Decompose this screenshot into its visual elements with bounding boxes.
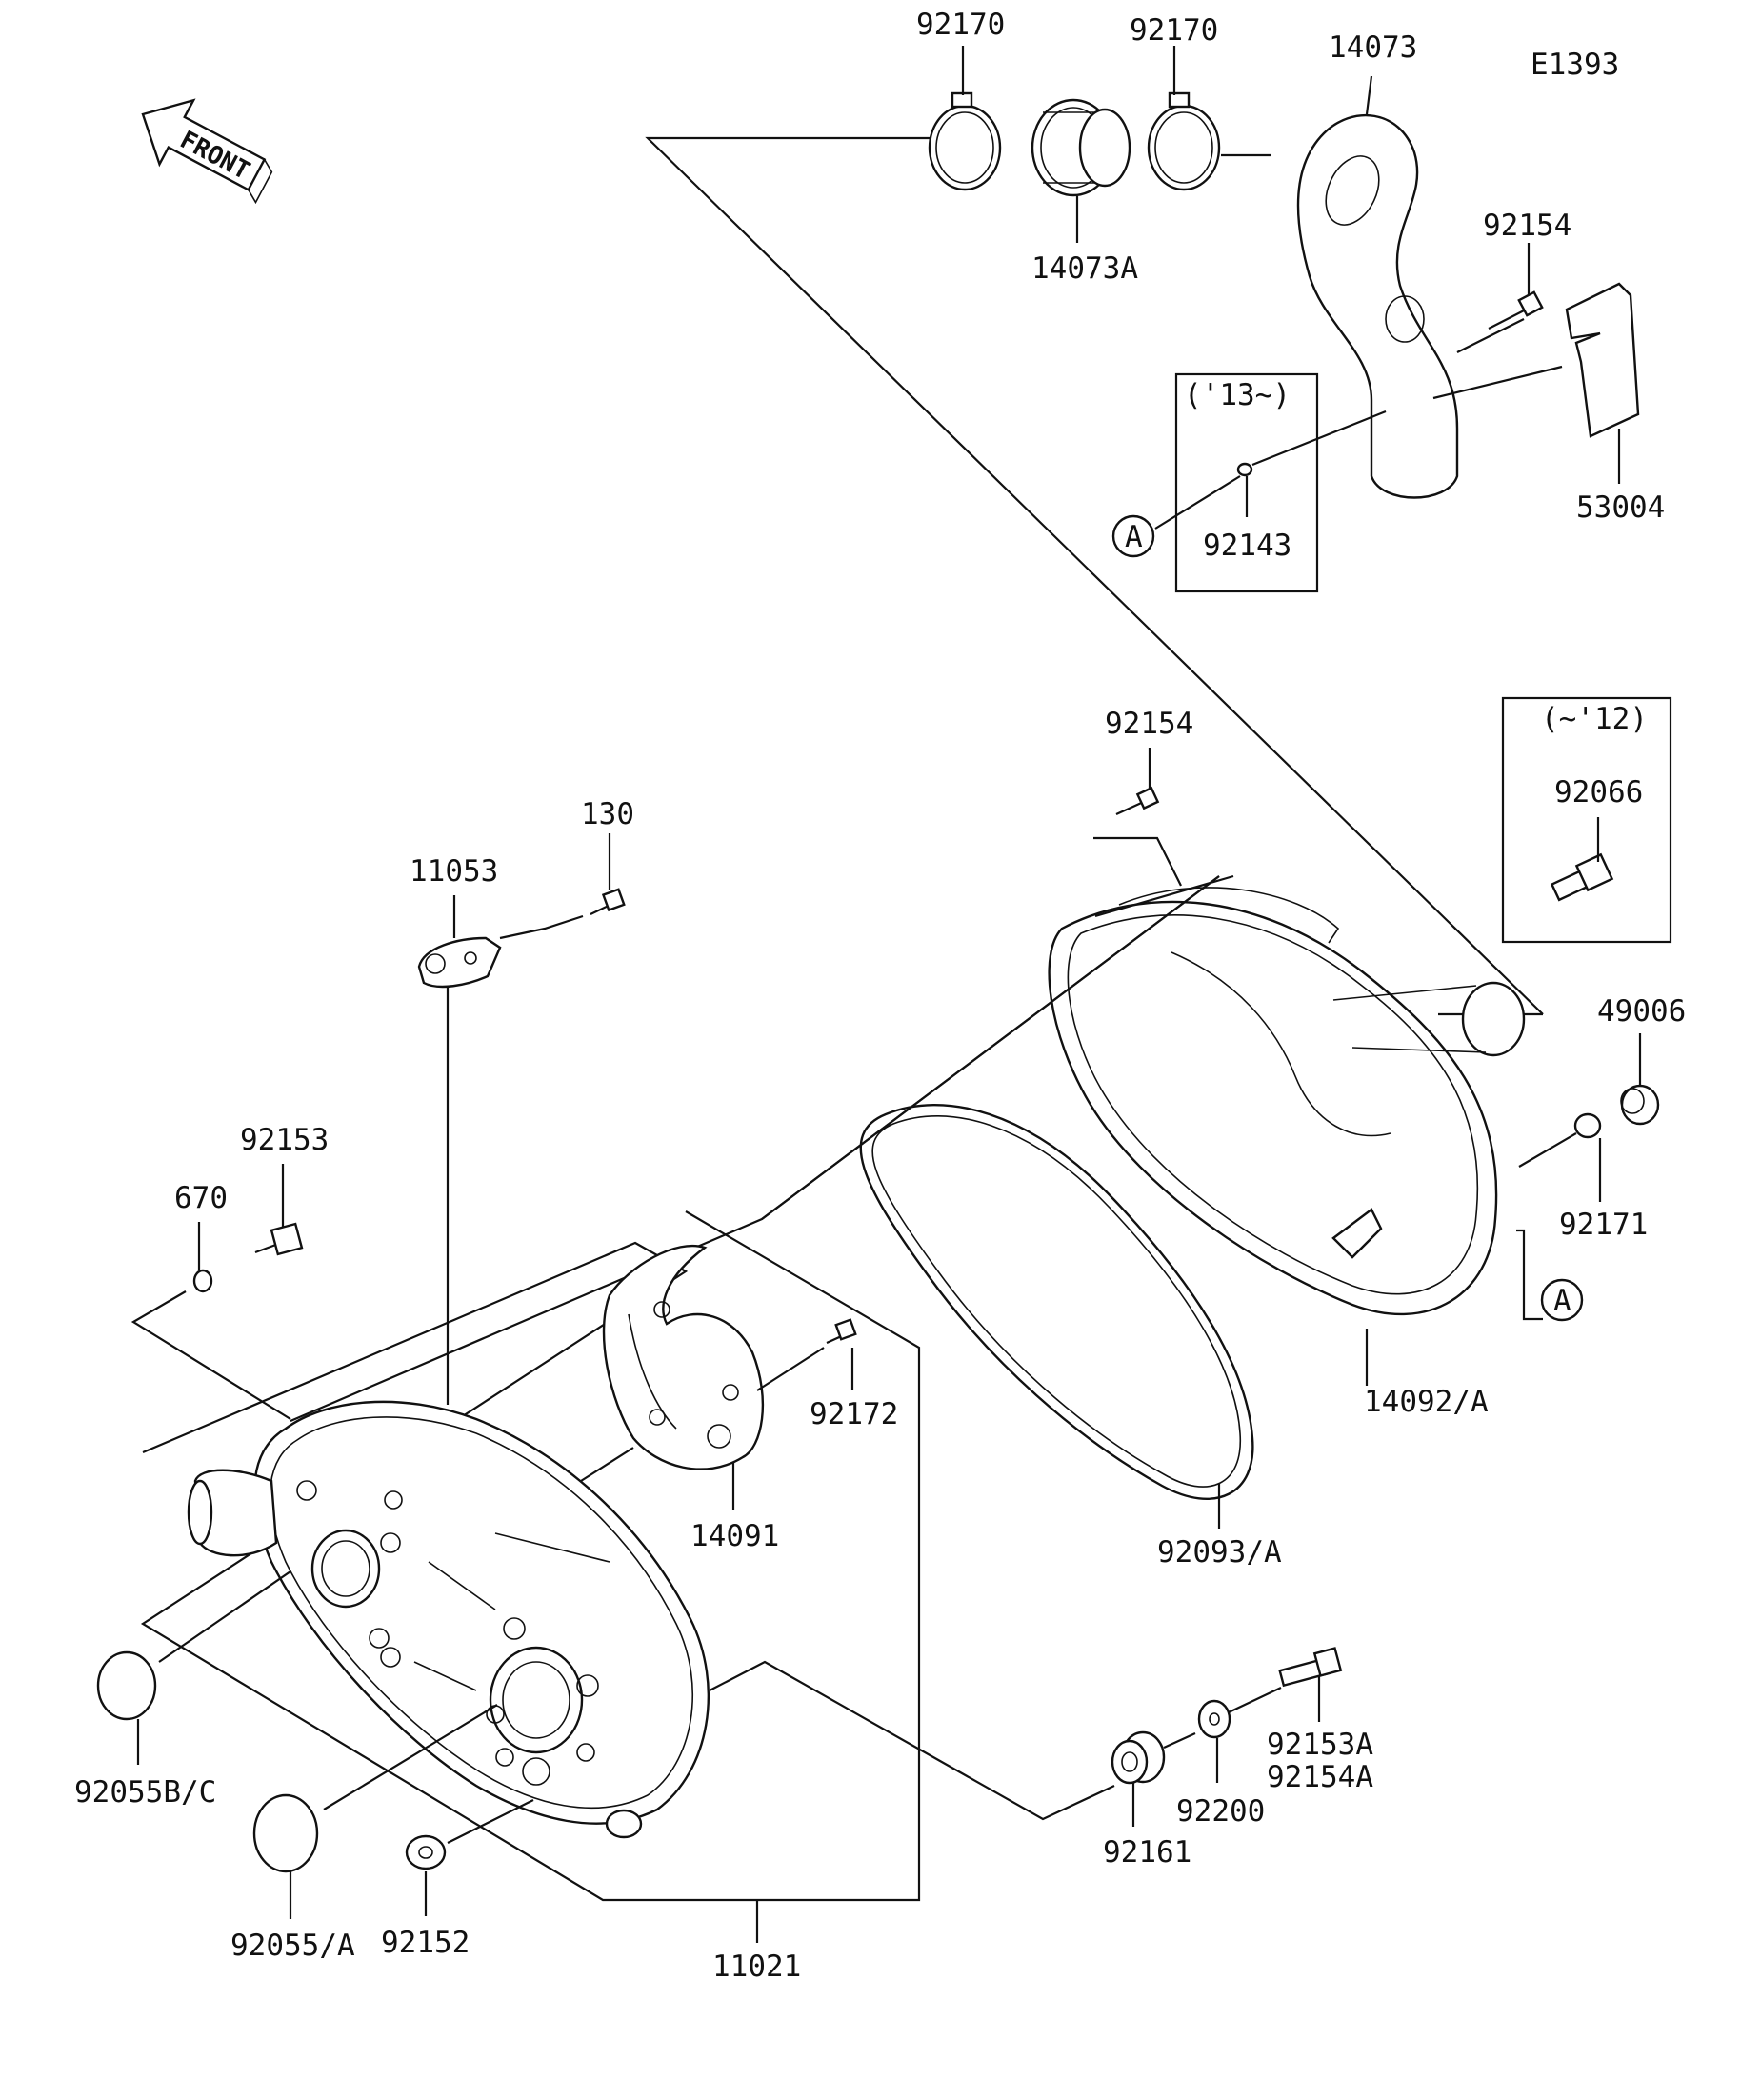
intake-pipe-14073 <box>1296 113 1459 499</box>
bolt-92172 <box>826 1318 857 1345</box>
leader-92152-to-case <box>447 1799 534 1844</box>
clamp-92170-left <box>928 91 1002 191</box>
variant-box-13-on <box>1174 372 1319 593</box>
plate-14091 <box>602 1244 765 1470</box>
label-92153A: 92153A <box>1267 1728 1373 1762</box>
callout-A-right <box>1540 1278 1584 1322</box>
label-92170-right: 92170 <box>1130 13 1218 48</box>
leader-14073 <box>1365 75 1373 115</box>
bolt-92153 <box>254 1222 304 1256</box>
leader-A-to-92143 <box>1154 475 1241 530</box>
leader-53004-to-pipe <box>1432 365 1563 400</box>
front-arrow-icon: FRONT <box>141 98 273 205</box>
bolt-92153A <box>1278 1647 1343 1688</box>
plug-92152 <box>405 1834 447 1870</box>
leader-92172-to-plate <box>756 1347 825 1391</box>
leader-A-to-cover <box>1516 1229 1543 1321</box>
sensor-92066 <box>1550 852 1614 902</box>
leader-case-cover-link <box>761 875 1220 1220</box>
clamp-92170-right <box>1147 91 1221 191</box>
label-92066: 92066 <box>1554 775 1643 810</box>
label-92154-top: 92154 <box>1483 209 1571 243</box>
leader-case-to-grommet <box>709 1660 1115 1821</box>
leader-92171-to-cover <box>1518 1132 1577 1168</box>
leader-670-to-case <box>130 1290 291 1420</box>
label-92161: 92161 <box>1103 1835 1191 1870</box>
label-92093A: 92093/A <box>1157 1535 1282 1570</box>
label-49006: 49006 <box>1597 994 1686 1029</box>
leader-14091-to-case <box>580 1447 634 1482</box>
inner-case-11021 <box>187 1400 710 1839</box>
oring-670 <box>192 1269 213 1293</box>
leader-92055BC-to-case <box>158 1570 291 1663</box>
variant-label-to-12: (~'12) <box>1541 702 1648 736</box>
leader-92055A-to-case <box>323 1704 498 1810</box>
label-14073: 14073 <box>1329 30 1417 65</box>
variant-label-13-on: ('13~) <box>1184 378 1291 412</box>
grommet-92161 <box>1111 1730 1166 1785</box>
label-14073A: 14073A <box>1031 251 1138 286</box>
leader-duct-assembly <box>645 136 1544 1015</box>
label-92200: 92200 <box>1176 1794 1265 1829</box>
label-130: 130 <box>581 797 634 831</box>
oring-92055BC <box>96 1650 157 1721</box>
leader-92154-top-to-pipe <box>1456 318 1525 353</box>
label-92143: 92143 <box>1203 529 1291 563</box>
leader-92143-to-pipe <box>1251 410 1387 467</box>
leader-92161-to-washer <box>1163 1731 1196 1750</box>
label-92154-mid: 92154 <box>1105 707 1193 741</box>
label-92170-left: 92170 <box>916 8 1005 42</box>
label-92171: 92171 <box>1559 1208 1648 1242</box>
duct-sleeve-14073A <box>1031 98 1131 197</box>
oring-92055A <box>252 1793 319 1873</box>
bracket-11053 <box>417 936 502 989</box>
decal-53004 <box>1565 282 1640 438</box>
clip-92171 <box>1573 1112 1602 1139</box>
bolt-130 <box>590 888 626 915</box>
label-14091: 14091 <box>690 1519 779 1553</box>
label-92055BC: 92055B/C <box>74 1775 216 1810</box>
washer-92200 <box>1197 1699 1231 1739</box>
outer-cover-14092A <box>1048 887 1526 1316</box>
gasket-92093A <box>859 1104 1254 1500</box>
label-670: 670 <box>174 1181 228 1215</box>
label-92055A: 92055/A <box>230 1929 355 1963</box>
variant-box-to-12 <box>1501 696 1672 944</box>
bolt-92154-top <box>1488 290 1544 330</box>
label-11021: 11021 <box>712 1950 801 1984</box>
callout-A-right-text: A <box>1553 1284 1571 1318</box>
diagram-code: E1393 <box>1531 48 1619 82</box>
label-92153: 92153 <box>240 1123 329 1157</box>
label-14092A: 14092/A <box>1364 1385 1489 1419</box>
leader-11021-bracket <box>140 1210 921 1902</box>
leader-92154-mid-to-cover <box>1093 836 1182 887</box>
label-92172: 92172 <box>810 1397 898 1431</box>
callout-A-top-text: A <box>1125 520 1143 554</box>
label-53004: 53004 <box>1576 490 1665 525</box>
grommet-49006 <box>1620 1084 1660 1126</box>
leader-washer-to-bolt <box>1228 1687 1282 1713</box>
washer-92143 <box>1236 462 1253 477</box>
label-11053: 11053 <box>410 854 498 889</box>
callout-A-top <box>1111 514 1155 558</box>
leader-130-to-11053 <box>499 914 584 940</box>
bolt-92154-mid <box>1115 786 1160 816</box>
label-92154A: 92154A <box>1267 1760 1373 1794</box>
label-92152: 92152 <box>381 1926 470 1960</box>
